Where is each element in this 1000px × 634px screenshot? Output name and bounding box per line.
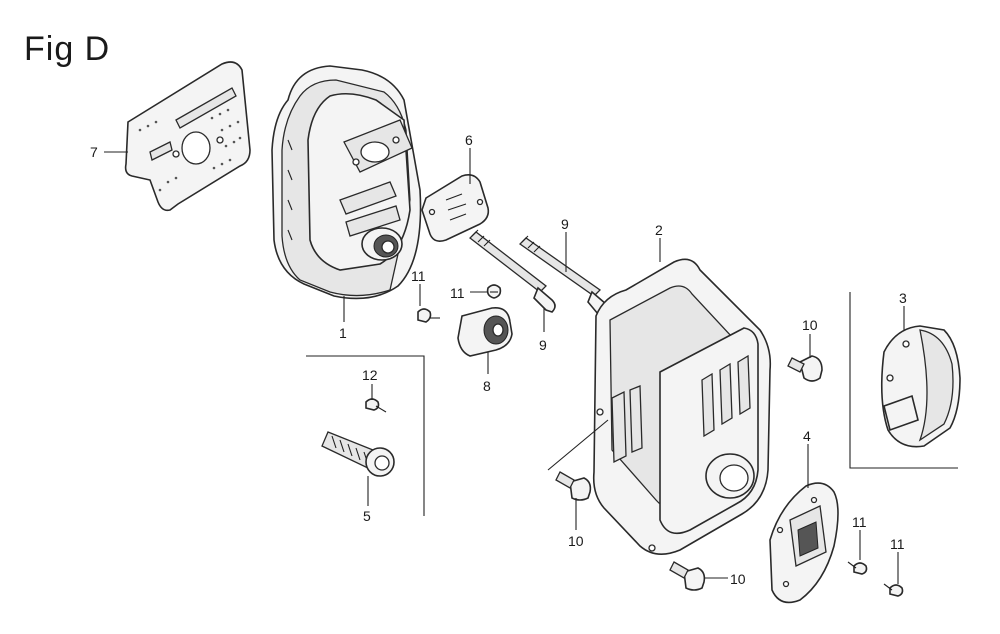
muffler-protector (592, 258, 772, 555)
flange-bolt-10c (669, 561, 706, 591)
callout-9-lower: 9 (539, 337, 547, 353)
spark-arrester-screen (321, 431, 395, 477)
callout-8: 8 (483, 378, 491, 394)
callout-10-bottom: 10 (730, 571, 746, 587)
callout-4: 4 (803, 428, 811, 444)
small-screw-left (417, 308, 440, 323)
leader-bracket-2 (547, 419, 609, 471)
callout-11-right-b: 11 (890, 536, 905, 552)
callout-11-cap: 11 (450, 285, 465, 301)
leader-lines (104, 148, 905, 584)
callout-6: 6 (465, 132, 473, 148)
callout-12: 12 (362, 367, 378, 383)
figure-title: Fig D (24, 30, 111, 68)
callout-5: 5 (363, 508, 371, 524)
flange-bolt-10b (555, 471, 592, 501)
spark-arrester-cap (457, 306, 513, 357)
screw-12 (365, 398, 387, 413)
small-screw-near-cap (486, 284, 502, 299)
flange-bolt-10a (787, 355, 823, 382)
callout-10-left: 10 (568, 533, 584, 549)
callout-2: 2 (655, 222, 663, 238)
tapping-screw-11c (847, 561, 868, 575)
group-bracket-5 (306, 355, 425, 516)
exhaust-deflector (880, 325, 961, 448)
callout-1: 1 (339, 325, 347, 341)
muffler-body (271, 65, 422, 300)
callout-9-upper: 9 (561, 216, 569, 232)
callout-11-left: 11 (411, 268, 426, 284)
tapping-screw-11d (883, 583, 904, 597)
callout-11-right-a: 11 (852, 514, 867, 530)
long-bolt-a (469, 229, 556, 313)
callout-10-right: 10 (802, 317, 818, 333)
heat-shield-plate (124, 61, 251, 212)
gasket-plate (421, 174, 490, 242)
callout-7: 7 (90, 144, 98, 160)
exhaust-guide (769, 482, 839, 604)
callout-3: 3 (899, 290, 907, 306)
group-bracket-3 (849, 292, 958, 469)
